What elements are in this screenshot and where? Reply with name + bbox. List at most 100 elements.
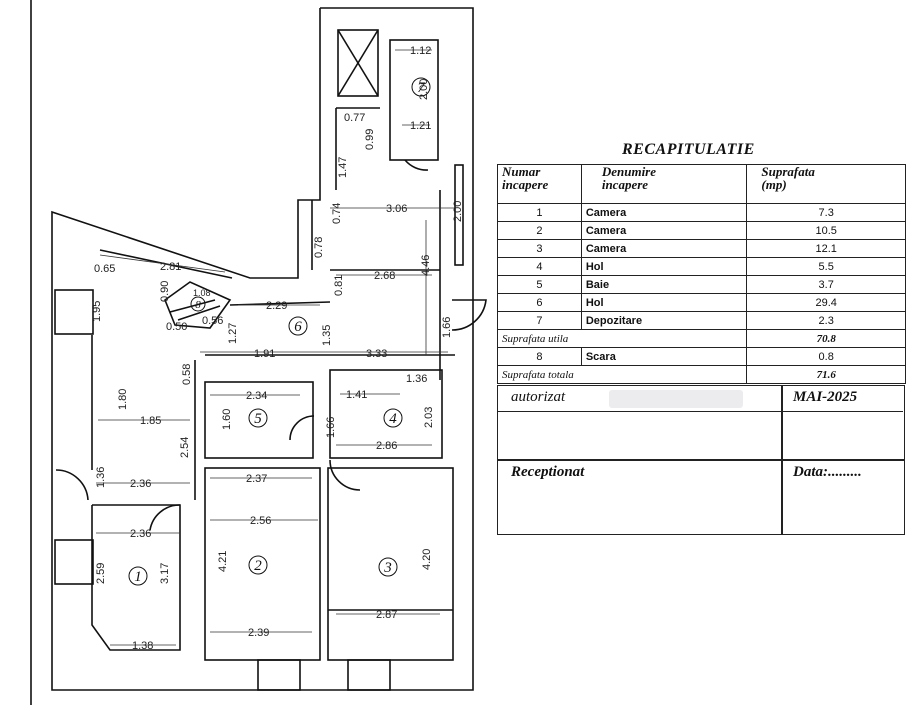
floor-plan: 1 2 3 4 5 6 7 8 1.12 1.21 0.77 3.06 2.68…	[30, 0, 487, 705]
dim-label-vertical: 1.47	[337, 157, 349, 178]
dim-label: 1.38	[132, 640, 153, 652]
dim-label: 1.08	[193, 288, 211, 298]
room-1-wall	[91, 504, 181, 651]
dim-label-vertical: 4.46	[420, 255, 432, 276]
authorized-date: MAI-2025	[793, 389, 858, 405]
door-swing-4	[329, 459, 361, 491]
dim-label-vertical: 0.78	[313, 237, 325, 258]
room-8-label: 8	[195, 299, 201, 311]
dim-label-vertical: 1.66	[325, 417, 337, 438]
dim-label: 0.77	[344, 112, 365, 124]
room-4-wall	[329, 369, 443, 459]
dim-label: 1.12	[410, 45, 431, 57]
room-5-wall	[204, 381, 314, 459]
room-7-label: 7	[417, 80, 426, 96]
dim-label: 2.87	[376, 609, 397, 621]
dim-label: 1.85	[140, 415, 161, 427]
dim-label-vertical: 1.66	[441, 317, 453, 338]
dim-label: 3.06	[386, 203, 407, 215]
dim-label-vertical: 2.00	[418, 79, 430, 100]
room-7-circle	[411, 77, 431, 97]
dim-label-vertical: 0.99	[364, 129, 376, 150]
dim-label-vertical: 0.74	[331, 203, 343, 224]
wall-hall-6-top	[229, 301, 331, 306]
dim-label: 2.29	[266, 300, 287, 312]
dim-label-vertical: 0.58	[181, 364, 193, 385]
room-2-circle	[248, 555, 268, 575]
authorized-label: autorizat	[511, 389, 566, 405]
room-4-label: 4	[389, 411, 397, 427]
dim-label: 2.68	[374, 270, 395, 282]
dim-label: 2.86	[376, 440, 397, 452]
room-1-label: 1	[134, 569, 142, 585]
room-2-label: 2	[254, 558, 262, 574]
recap-title: RECAPITULATIE	[622, 141, 755, 158]
dim-label: 2.56	[250, 515, 271, 527]
storage-room-wall	[389, 39, 439, 161]
room-8-circle	[190, 296, 206, 312]
stair-step	[169, 299, 216, 313]
useful-area-row: Suprafata utila 70.8	[496, 329, 906, 348]
room-5-label: 5	[254, 411, 262, 427]
authorized-box	[497, 385, 783, 461]
window-bottom-b	[347, 659, 391, 691]
elevator-shaft	[337, 29, 379, 97]
dim-label: 2.81	[160, 261, 181, 273]
dim-label: 2.34	[246, 390, 267, 402]
dim-label: 0.50	[166, 321, 187, 333]
dim-label-vertical: 2.54	[179, 437, 191, 458]
room-6-circle	[288, 316, 308, 336]
dim-label-vertical: 1.60	[221, 409, 233, 430]
dim-label: 1.41	[346, 389, 367, 401]
dim-label-vertical: 2.03	[423, 407, 435, 428]
header-area: Suprafata(mp)	[746, 164, 906, 204]
dim-label: 1.91	[254, 348, 275, 360]
window-left-bottom	[54, 539, 94, 585]
signature-block: autorizat MAI-2025 Receptionat Data:....…	[497, 385, 905, 535]
dim-label-vertical: 3.17	[159, 563, 171, 584]
dim-label-vertical: 2.00	[452, 201, 464, 222]
shaft-cross-b	[337, 29, 379, 97]
window-left-top	[54, 289, 94, 335]
dim-label: 1.36	[406, 373, 427, 385]
received-box	[497, 459, 783, 535]
date-label: Data:.........	[793, 464, 862, 480]
dim-label-vertical: 1.80	[117, 389, 129, 410]
stair-8	[164, 281, 232, 329]
room-3-circle	[378, 557, 398, 577]
received-label: Receptionat	[511, 464, 585, 480]
dim-label: 0.65	[94, 263, 115, 275]
date-box	[781, 459, 905, 535]
room-5-circle	[248, 408, 268, 428]
dim-label: 2.37	[246, 473, 267, 485]
door-swing-5	[289, 415, 315, 441]
outer-wall	[51, 7, 474, 691]
room-3-label: 3	[383, 560, 392, 576]
dim-label-vertical: 4.20	[421, 549, 433, 570]
authorized-divider	[497, 385, 903, 412]
dim-label-vertical: 1.35	[321, 325, 333, 346]
stair-step	[177, 305, 221, 321]
dim-label: 2.39	[248, 627, 269, 639]
window-bottom-a	[257, 659, 301, 691]
authorized-date-box	[781, 385, 905, 461]
dim-label: 2.36	[130, 478, 151, 490]
dim-label-vertical: 4.21	[217, 551, 229, 572]
door-swing-entry	[451, 299, 487, 331]
dim-label: 2.36	[130, 528, 151, 540]
dim-label: 1.21	[410, 120, 431, 132]
room-1-circle	[128, 566, 148, 586]
dim-label: 0.56	[202, 315, 223, 327]
dimension-lines	[96, 49, 455, 646]
room-4-circle	[383, 408, 403, 428]
